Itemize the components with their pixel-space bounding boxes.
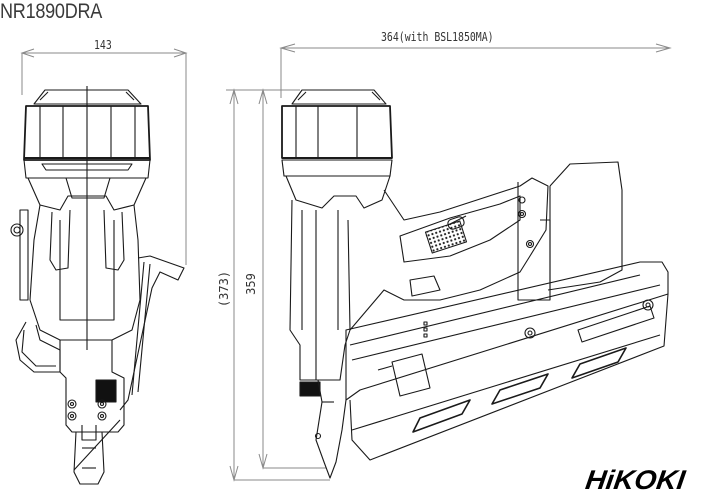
model-title: NR1890DRA: [0, 0, 103, 23]
side-view: [281, 89, 669, 479]
dimension-lines: [20, 43, 672, 482]
front-width-dimension: 143: [94, 38, 112, 52]
front-view: [10, 86, 185, 485]
overall-length-dimension: 364(with BSL1850MA): [381, 30, 494, 44]
overall-height-reference-dimension: (373): [217, 270, 232, 308]
height-dimension: 359: [243, 273, 258, 295]
brand-logo: HiKOKI: [583, 465, 688, 495]
